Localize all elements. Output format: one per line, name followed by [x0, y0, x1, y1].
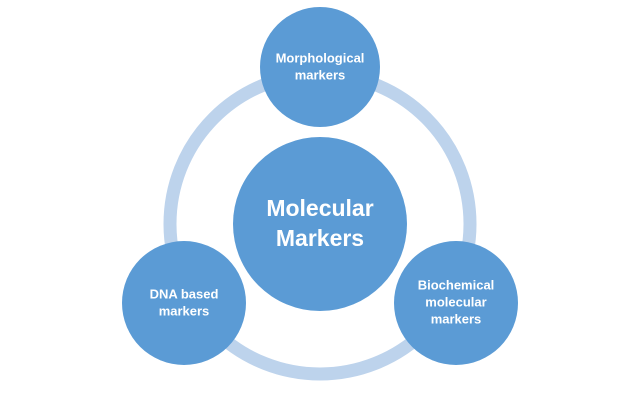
node-label-line: DNA based — [150, 286, 219, 301]
node-label-line: Morphological — [276, 50, 365, 65]
center-label-line: Molecular — [266, 195, 373, 221]
center-node-molecular-markers: Molecular Markers — [233, 137, 407, 311]
node-circle — [394, 241, 518, 365]
node-label-line: markers — [431, 311, 482, 326]
node-label-line: Biochemical — [418, 277, 495, 292]
center-circle — [233, 137, 407, 311]
node-dna-based-markers: DNA based markers — [122, 241, 246, 365]
node-circle — [122, 241, 246, 365]
node-label-line: molecular — [425, 294, 486, 309]
node-morphological-markers: Morphological markers — [260, 7, 380, 127]
node-biochemical-molecular-markers: Biochemical molecular markers — [394, 241, 518, 365]
node-label-line: markers — [159, 303, 210, 318]
node-label-line: markers — [295, 67, 346, 82]
center-label-line: Markers — [276, 225, 364, 251]
node-circle — [260, 7, 380, 127]
